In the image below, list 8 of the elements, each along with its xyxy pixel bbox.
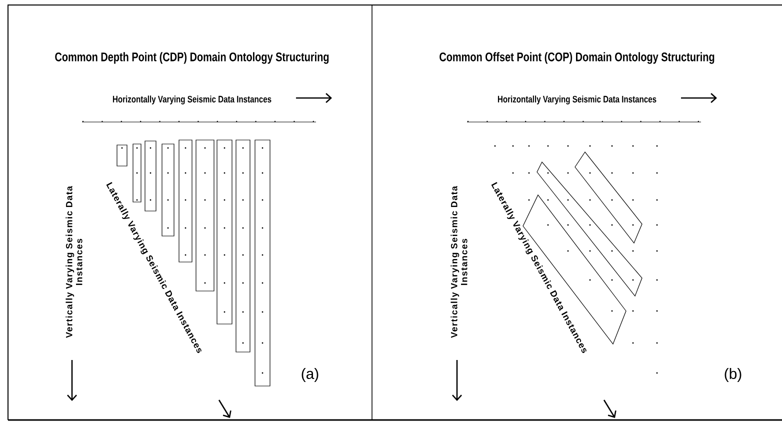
panel-tag: (b) (724, 368, 742, 382)
axis-label: Vertically Varying Seismic Data Instances (450, 186, 468, 338)
panel-title: Common Depth Point (CDP) Domain Ontology Structuring (55, 52, 329, 64)
axis-label: Horizontally Varying Seismic Data Instances (498, 96, 656, 104)
panel-tag: (a) (302, 368, 318, 382)
panel-title: Common Offset Point (COP) Domain Ontology Structuring (440, 52, 714, 64)
axis-label: Vertically Varying Seismic Data Instances (66, 186, 82, 338)
axis-label: Horizontally Varying Seismic Data Instances (112, 96, 272, 104)
